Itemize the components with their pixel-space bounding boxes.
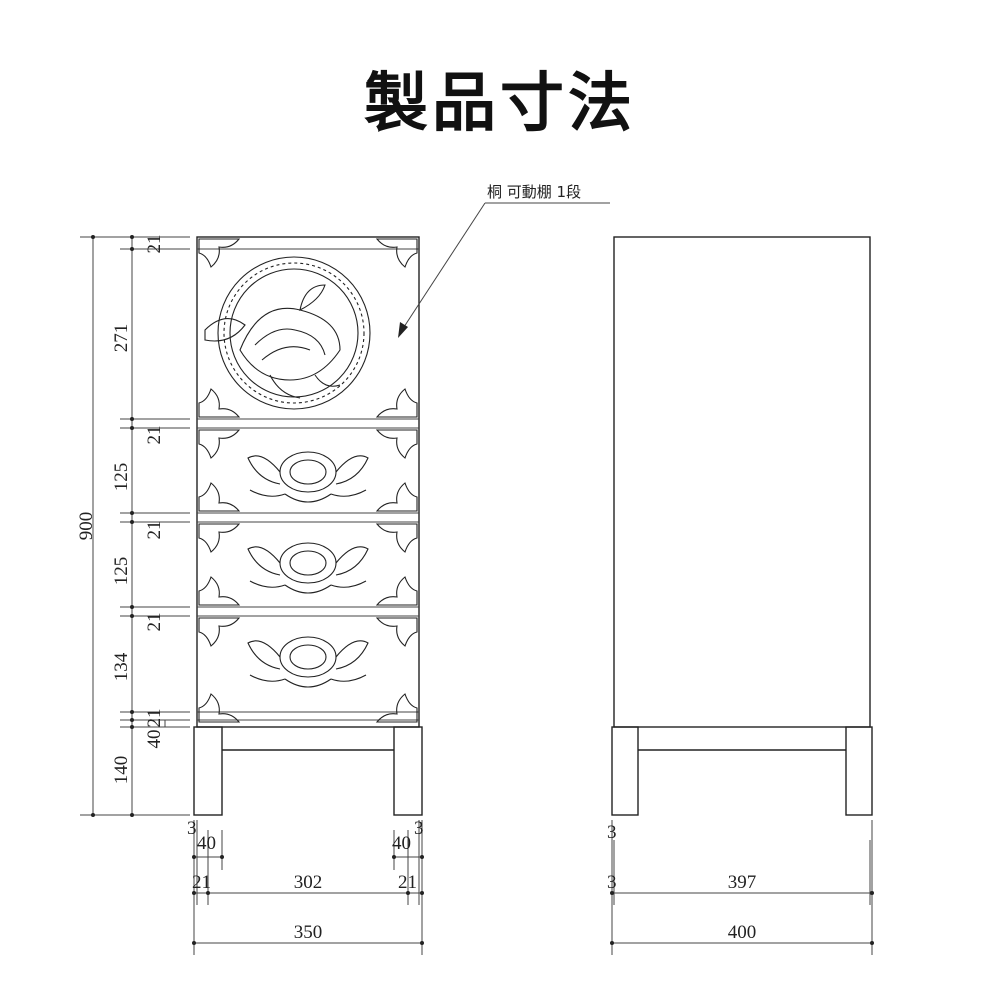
dim-rail-3: 21	[144, 613, 165, 632]
side-dimension-lines	[610, 820, 874, 955]
annotation-label: 桐 可動棚 1段	[487, 183, 581, 201]
dim-side-depth: 397	[728, 872, 757, 893]
dim-drawer-3: 134	[111, 652, 132, 681]
dim-base-rail: 40	[144, 730, 165, 749]
dim-side-offset-b: 3	[607, 872, 617, 893]
front-right-leg	[393, 726, 423, 816]
dim-rail-2: 21	[144, 521, 165, 540]
front-view	[193, 236, 423, 816]
dim-top-board: 21	[144, 235, 165, 254]
dim-right-leg-width: 40	[392, 833, 411, 854]
dim-side-offset: 3	[607, 822, 617, 843]
door-crest-ornament	[204, 256, 371, 410]
dim-drawer-2: 125	[111, 557, 132, 586]
dim-rail-1: 21	[144, 426, 165, 445]
dim-side-total: 400	[728, 922, 757, 943]
side-carcass	[613, 236, 871, 728]
side-view	[611, 236, 873, 816]
dim-inner-width: 302	[294, 872, 323, 893]
vertical-dimension-lines	[80, 235, 190, 817]
front-left-leg	[193, 726, 223, 816]
dim-side-right: 21	[398, 872, 417, 893]
dim-right-offset: 3	[414, 818, 424, 839]
side-back-leg	[845, 726, 873, 816]
front-carcass	[196, 236, 420, 728]
corner-bracket-ornaments	[198, 238, 418, 723]
dim-leg: 140	[111, 756, 132, 785]
dim-front-width: 350	[294, 922, 323, 943]
annotation-leader	[398, 202, 610, 338]
dim-bottom-board: 21	[144, 709, 165, 728]
dim-upper-door: 271	[111, 324, 132, 353]
dim-side-left: 21	[192, 872, 211, 893]
drawer-pull-2	[247, 542, 369, 594]
dim-left-leg-width: 40	[197, 833, 216, 854]
dim-drawer-1: 125	[111, 463, 132, 492]
side-front-leg	[611, 726, 639, 816]
drawer-pull-3	[247, 636, 369, 688]
dim-left-offset: 3	[187, 818, 197, 839]
dim-total-height: 900	[76, 512, 97, 541]
page-title: 製品寸法	[364, 66, 636, 141]
drawer-pull-1	[247, 451, 369, 503]
front-horizontal-dimension-lines	[192, 820, 424, 955]
